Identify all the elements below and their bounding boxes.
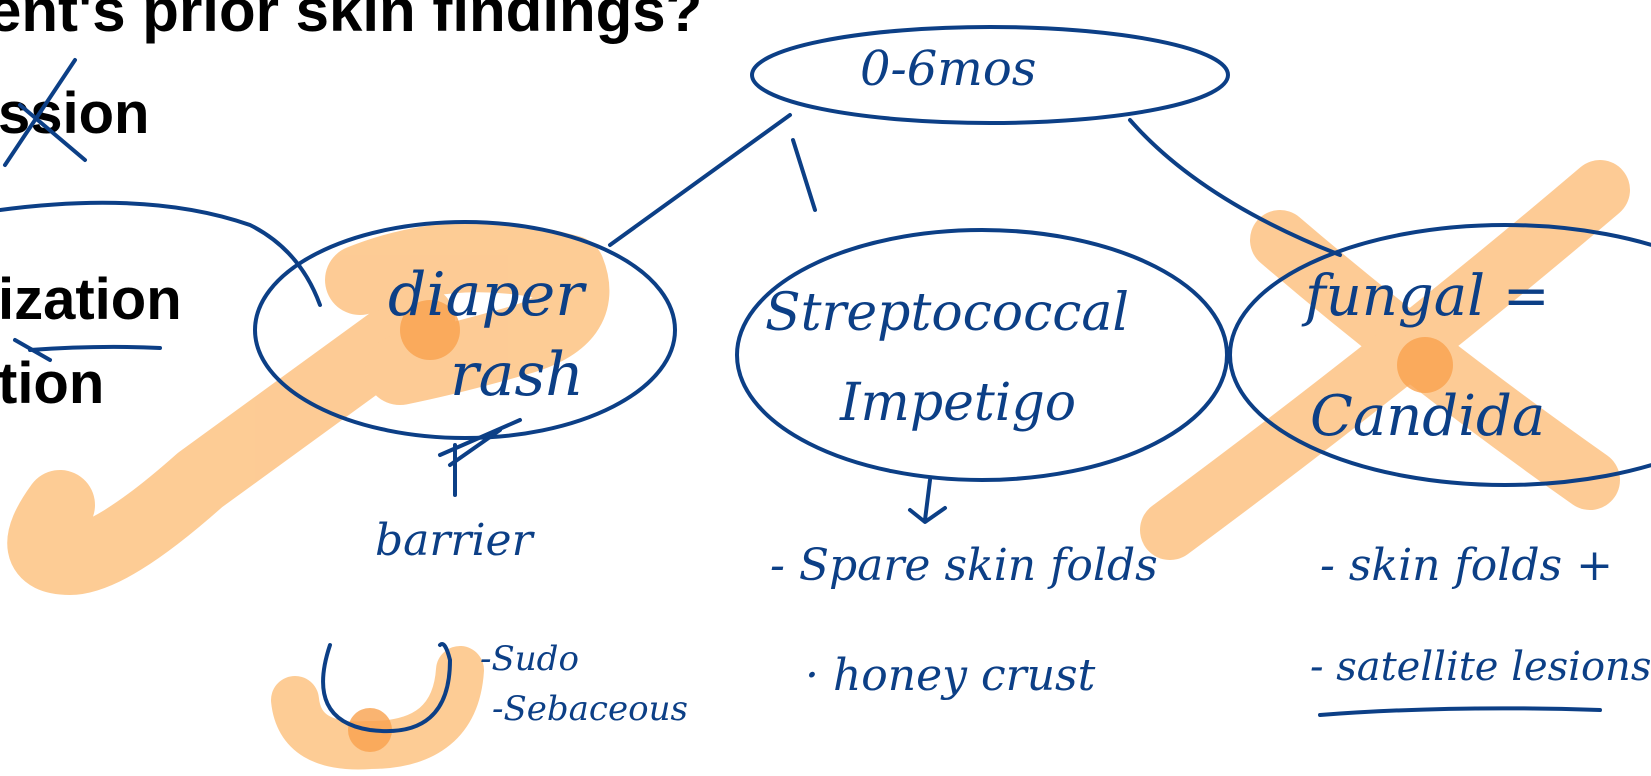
skin-folds-note: - skin folds + bbox=[1320, 540, 1613, 591]
satellite-underline bbox=[1318, 706, 1602, 717]
cross-out-stroke-b bbox=[18, 103, 87, 162]
root-label: 0-6mos bbox=[860, 41, 1036, 97]
cross-stroke-2 bbox=[1140, 160, 1630, 560]
strep-label-line-1: Streptococcal bbox=[765, 283, 1129, 343]
diaper-arrow bbox=[438, 418, 522, 497]
strep-label-line-2: Impetigo bbox=[839, 373, 1076, 433]
fungal-label-line-2: Candida bbox=[1310, 384, 1545, 449]
bullet-3: tion bbox=[0, 351, 105, 416]
branch-to-diaper bbox=[608, 113, 792, 247]
underline-stroke bbox=[28, 344, 162, 352]
sebaceous-note: -Sebaceous bbox=[492, 689, 688, 729]
diaper-highlight bbox=[325, 222, 610, 405]
ink-strokes bbox=[0, 25, 1651, 734]
diaper-oval bbox=[253, 220, 677, 440]
diaper-highlight-core bbox=[400, 300, 460, 360]
fungal-label-line-1: fungal = bbox=[1301, 264, 1550, 329]
gland-u-shape bbox=[321, 642, 452, 734]
bullet-2: ization bbox=[0, 267, 182, 332]
checkmark-highlight bbox=[7, 285, 455, 595]
slide-title: ent's prior skin findings? bbox=[0, 0, 703, 44]
sudo-note: -Sudo bbox=[480, 639, 579, 679]
spare-folds-note: - Spare skin folds bbox=[770, 540, 1158, 591]
strep-oval bbox=[735, 228, 1229, 482]
barrier-note: barrier bbox=[375, 515, 536, 566]
fungal-oval bbox=[1228, 223, 1651, 487]
branch-to-strep bbox=[791, 138, 817, 212]
diaper-label-line-1: diaper bbox=[388, 260, 587, 330]
branch-to-fungal bbox=[1128, 118, 1342, 257]
diaper-label-line-2: rash bbox=[450, 340, 584, 410]
cross-highlight-core bbox=[1397, 337, 1453, 393]
satellite-note: - satellite lesions bbox=[1310, 644, 1651, 690]
highlight-cores bbox=[348, 300, 1453, 752]
arrow-from-bullets bbox=[0, 200, 322, 307]
cross-out-stroke-a bbox=[3, 58, 77, 167]
honey-crust-note: · honey crust bbox=[805, 650, 1096, 701]
root-oval bbox=[750, 25, 1230, 125]
strep-arrow bbox=[908, 478, 947, 524]
